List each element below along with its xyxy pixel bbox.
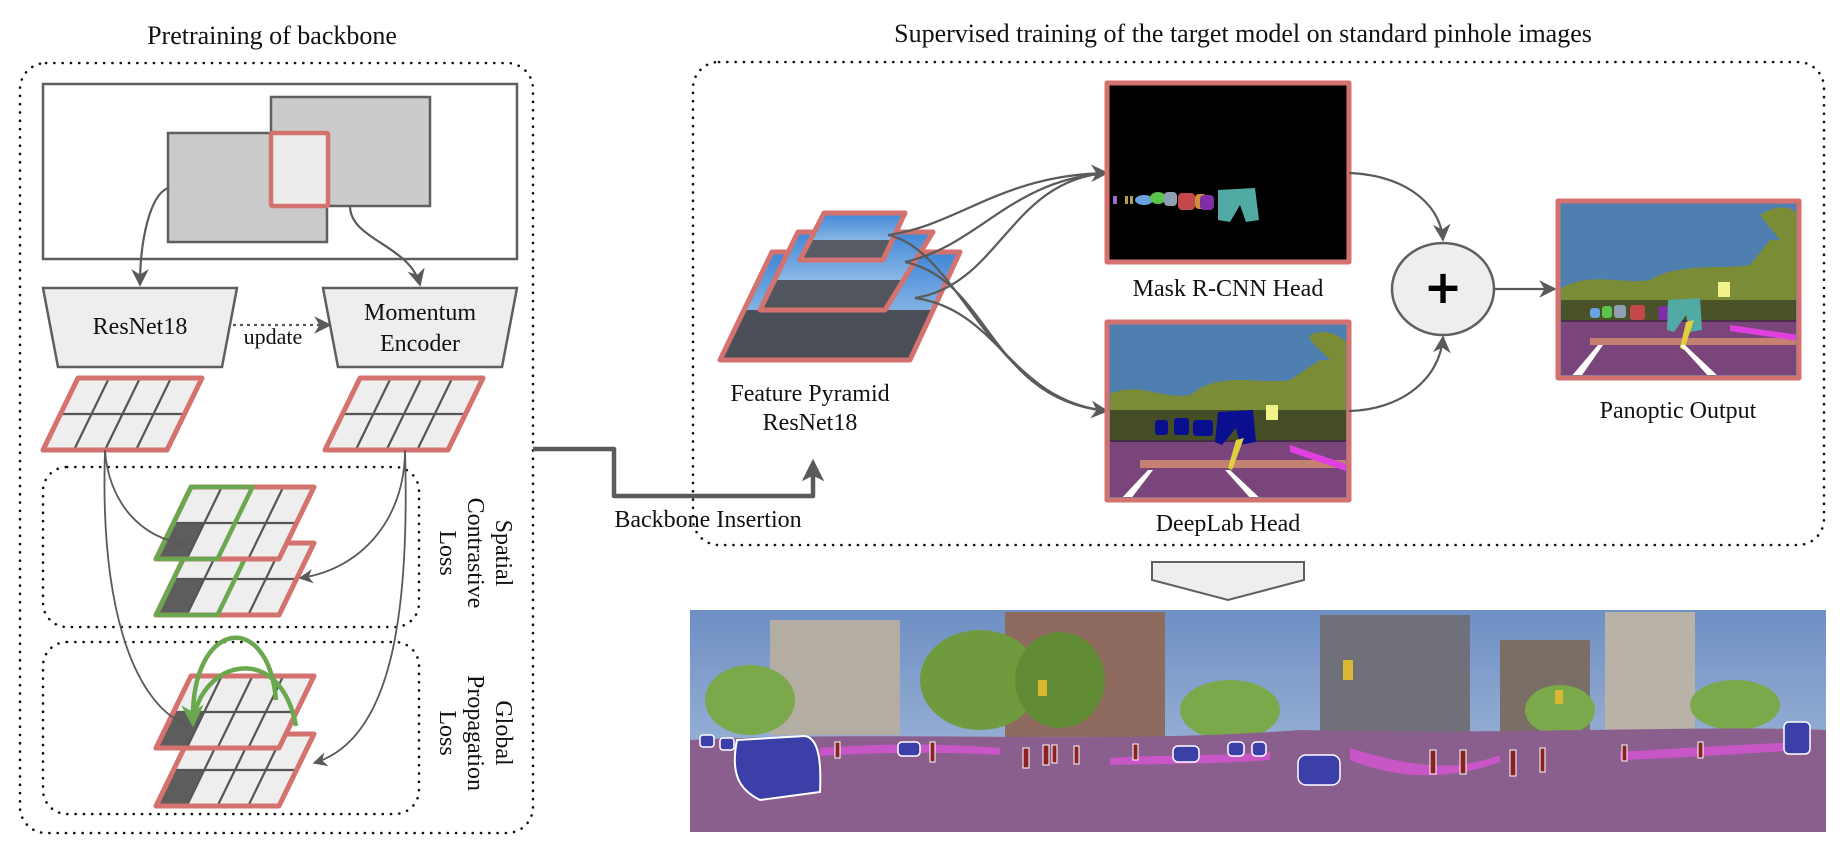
anchor-cell <box>156 579 205 615</box>
panoptic-segmentation <box>1561 207 1796 375</box>
propagation-arc-inner <box>190 666 299 727</box>
crop-b-arrow <box>348 205 425 287</box>
fusion-node: + <box>1390 241 1496 337</box>
supervised-title: Supervised training of the target model … <box>894 19 1592 48</box>
deeplab-head: DeepLab Head <box>1104 319 1352 537</box>
mask-to-fusion-arrow <box>1348 171 1451 242</box>
instance-masks <box>1113 188 1259 222</box>
svg-text:Loss: Loss <box>434 710 460 755</box>
pyramid-to-heads-arrows <box>887 164 1109 419</box>
global-grid-momentum <box>153 731 317 809</box>
image-crops-illustration <box>41 82 519 287</box>
insertion-arrow <box>533 446 825 499</box>
spatial-contrastive-label: Spatial Contrastive Loss <box>434 498 516 609</box>
arrow-momentum-to-spatial <box>298 449 406 584</box>
arrow-resnet-to-global <box>103 449 188 727</box>
positive-region <box>153 484 255 562</box>
panoptic-output-label: Panoptic Output <box>1600 398 1757 424</box>
momentum-encoder: Momentum Encoder <box>321 286 519 369</box>
resnet18-encoder: ResNet18 <box>41 286 239 369</box>
van-instance <box>733 734 822 802</box>
feature-grids <box>40 375 486 809</box>
momentum-feature-grid <box>322 375 486 453</box>
plus-icon: + <box>1424 260 1463 314</box>
deeplab-to-fusion-arrow <box>1348 335 1451 413</box>
pretraining-title: Pretraining of backbone <box>147 21 397 50</box>
supervised-panel: Supervised training of the target model … <box>691 19 1826 547</box>
insertion-label: Backbone Insertion <box>614 507 801 533</box>
pyramid-label-2: ResNet18 <box>763 410 858 436</box>
arrow-momentum-to-global <box>312 449 407 767</box>
supervised-border <box>691 60 1826 547</box>
global-propagation-box <box>41 640 421 816</box>
svg-text:Global: Global <box>490 700 516 766</box>
resnet18-label: ResNet18 <box>93 314 188 340</box>
panorama-image <box>690 610 1826 832</box>
semantic-segmentation <box>1110 332 1346 497</box>
mask-rcnn-frame <box>1104 80 1352 265</box>
svg-text:Loss: Loss <box>434 530 460 575</box>
backbone-insertion: Backbone Insertion <box>533 446 825 533</box>
svg-text:Propagation: Propagation <box>462 675 488 791</box>
deeplab-label: DeepLab Head <box>1156 511 1301 537</box>
update-label: update <box>244 324 303 349</box>
anchor-cell <box>156 770 205 806</box>
arrow-resnet-to-spatial <box>104 449 190 551</box>
panoptic-frame <box>1555 198 1802 381</box>
overlap-region <box>268 130 331 209</box>
global-propagation-label: Global Propagation Loss <box>434 675 516 791</box>
feature-pyramid: Feature Pyramid ResNet18 <box>717 210 963 436</box>
spatial-grid-resnet <box>153 484 317 562</box>
svg-text:Contrastive: Contrastive <box>462 498 488 609</box>
svg-text:Spatial: Spatial <box>490 520 516 587</box>
mask-rcnn-label: Mask R-CNN Head <box>1133 276 1324 302</box>
chevron-down-icon <box>1151 561 1305 602</box>
panoptic-output: Panoptic Output <box>1555 198 1802 424</box>
pretraining-panel: Pretraining of backbone ResNet18 Momentu… <box>18 21 535 835</box>
crop-a-arrow <box>131 186 169 287</box>
propagation-arc-outer <box>181 635 279 728</box>
resnet-feature-grid <box>40 375 205 453</box>
pyramid-level-small <box>797 210 908 263</box>
momentum-label-2: Encoder <box>380 331 460 357</box>
pyramid-label-1: Feature Pyramid <box>730 381 889 407</box>
momentum-label-1: Momentum <box>364 300 476 326</box>
mask-rcnn-head: Mask R-CNN Head <box>1104 80 1352 302</box>
